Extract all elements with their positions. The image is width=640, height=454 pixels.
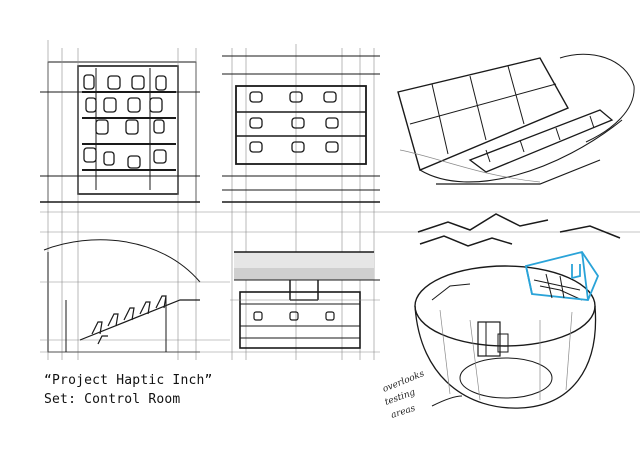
left-elevation-sketch: [40, 40, 640, 360]
set-name-caption: Set: Control Room: [44, 392, 181, 407]
oval-room-sketch: [414, 265, 597, 409]
observation-box-accent: [524, 250, 600, 301]
observation-box-grid: [533, 273, 581, 299]
center-section-sketch: [230, 251, 380, 349]
annotation-note-line3: areas: [390, 404, 417, 421]
mountains-sketch: [417, 213, 621, 247]
center-elevation-sketch: [222, 44, 380, 360]
perspective-window-sketch: [397, 53, 635, 185]
left-section-sketch: [40, 239, 380, 353]
annotation-arrow: [431, 395, 463, 407]
project-title-caption: “Project Haptic Inch”: [44, 373, 213, 388]
